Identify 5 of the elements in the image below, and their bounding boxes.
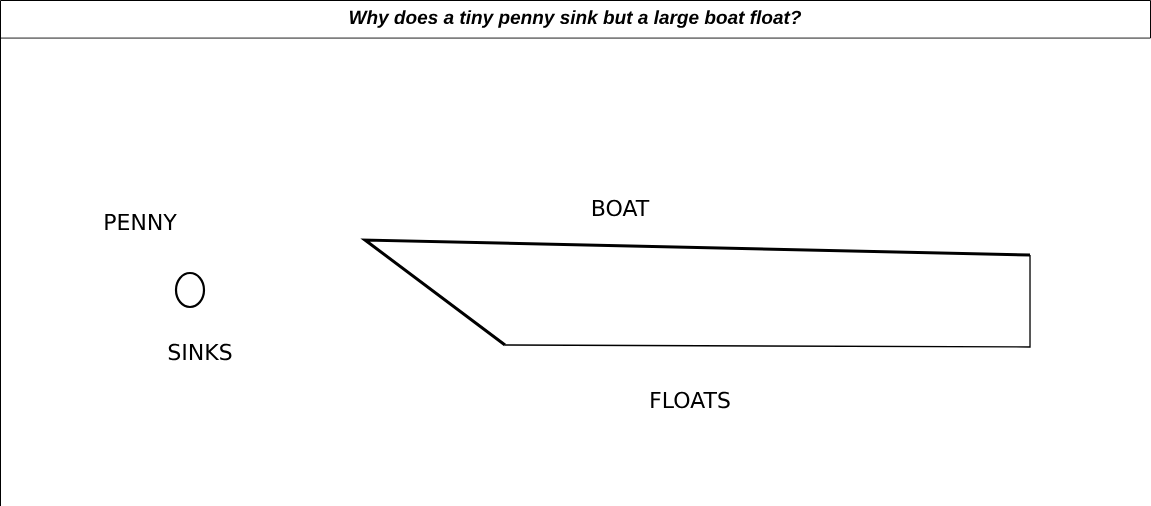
title: Why does a tiny penny sink but a large boat float? [349,10,802,28]
node-label: PENNY [105,214,177,230]
node-label: FLOATS [651,391,730,409]
node-label: BOAT [592,199,650,217]
caption-text: SINKS [168,343,232,361]
